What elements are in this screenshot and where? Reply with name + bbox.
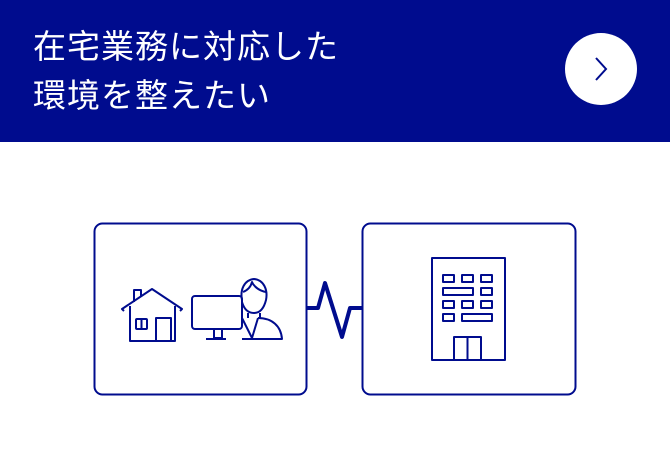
header-banner[interactable]: 在宅業務に対応した 環境を整えたい [0,0,670,142]
office-panel [361,222,577,396]
home-panel [93,222,308,396]
person-at-computer-icon [191,278,283,340]
next-button[interactable] [565,33,637,105]
remote-work-diagram [93,222,577,396]
zigzag-connection-icon [307,281,362,339]
page-title: 在宅業務に対応した 環境を整えたい [33,22,339,120]
title-line-2: 環境を整えたい [33,76,271,115]
chevron-right-icon [595,57,608,81]
house-icon [121,288,183,342]
title-line-1: 在宅業務に対応した [33,27,339,66]
office-building-icon [431,257,506,361]
